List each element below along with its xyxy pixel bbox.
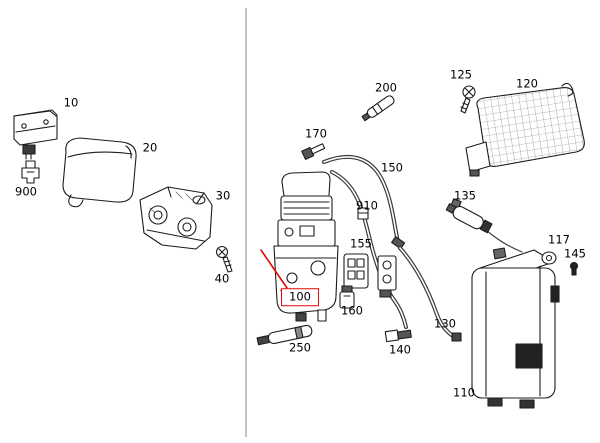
- part-drawing-125: [460, 85, 476, 114]
- part-drawing-155: [343, 253, 369, 289]
- part-label-145[interactable]: 145: [564, 246, 586, 261]
- part-label-900[interactable]: 900: [15, 184, 37, 199]
- part-drawing-117: [541, 251, 557, 265]
- part-label-130[interactable]: 130: [434, 316, 456, 331]
- part-label-30[interactable]: 30: [215, 188, 231, 203]
- part-label-140[interactable]: 140: [389, 342, 411, 357]
- part-label-100[interactable]: 100: [281, 288, 319, 306]
- part-label-135[interactable]: 135: [454, 188, 476, 203]
- part-drawing-10: [13, 109, 58, 160]
- part-drawing-145: [569, 261, 579, 276]
- part-drawing-130-hose: [398, 246, 462, 342]
- part-drawing-110: [471, 247, 560, 409]
- part-drawing-900: [21, 160, 40, 184]
- part-label-110[interactable]: 110: [453, 385, 475, 400]
- part-label-125[interactable]: 125: [450, 67, 472, 82]
- part-label-150[interactable]: 150: [381, 160, 403, 175]
- part-drawing-40: [215, 245, 233, 273]
- part-drawing-200: [361, 95, 395, 122]
- part-label-10[interactable]: 10: [63, 95, 79, 110]
- part-drawing-140: [384, 329, 412, 343]
- part-label-40[interactable]: 40: [214, 271, 230, 286]
- part-drawing-160: [339, 285, 355, 309]
- part-label-200[interactable]: 200: [375, 80, 397, 95]
- part-label-250[interactable]: 250: [289, 340, 311, 355]
- part-label-170[interactable]: 170: [305, 126, 327, 141]
- part-drawing-135: [445, 198, 493, 234]
- part-drawing-120: [465, 82, 585, 177]
- part-drawing-20: [62, 137, 137, 208]
- part-label-155[interactable]: 155: [350, 236, 372, 251]
- wire-135-110: [485, 229, 523, 253]
- part-label-120[interactable]: 120: [516, 76, 538, 91]
- part-label-910[interactable]: 910: [356, 198, 378, 213]
- part-drawing-30: [139, 186, 213, 250]
- highlight-leader: [260, 249, 288, 289]
- part-drawing-holder: [377, 255, 397, 298]
- part-drawing-910: [357, 207, 369, 220]
- part-label-20[interactable]: 20: [142, 140, 158, 155]
- part-drawing-150-hoses: [322, 155, 408, 329]
- part-label-160[interactable]: 160: [341, 303, 363, 318]
- part-drawing-170: [301, 143, 326, 160]
- part-drawing-250: [256, 324, 313, 346]
- part-label-117[interactable]: 117: [548, 232, 570, 247]
